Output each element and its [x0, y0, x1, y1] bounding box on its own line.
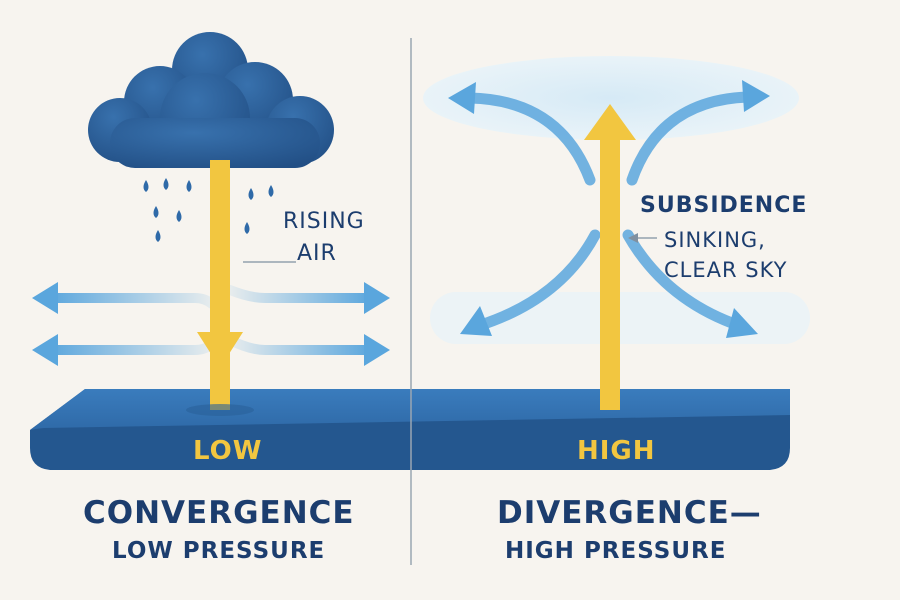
sinking-line2: CLEAR SKY — [664, 258, 788, 282]
high-pressure-subtitle: HIGH PRESSURE — [505, 538, 727, 564]
storm-cloud-icon — [88, 32, 334, 168]
raindrops-icon — [143, 178, 274, 242]
high-base-label: HIGH — [577, 436, 656, 466]
upper-haze — [423, 56, 799, 140]
rising-air-line2: AIR — [297, 241, 337, 266]
sinking-label: SINKING, CLEAR SKY — [664, 225, 787, 285]
low-base-label: LOW — [193, 436, 263, 466]
convergence-title: CONVERGENCE — [83, 495, 355, 531]
subsidence-label: SUBSIDENCE — [640, 193, 808, 218]
low-pressure-subtitle: LOW PRESSURE — [112, 538, 326, 564]
rising-air-line1: RISING — [283, 209, 365, 234]
ground-slab — [30, 389, 790, 470]
rising-air-arrow — [186, 160, 254, 416]
rising-air-label: RISING AIR — [283, 206, 365, 270]
divergence-title: DIVERGENCE— — [497, 495, 762, 531]
sinking-line1: SINKING, — [664, 228, 766, 252]
subsidence-arrow — [584, 104, 636, 410]
divergence-arrows — [448, 80, 770, 338]
subsidence-pointer — [628, 233, 657, 243]
